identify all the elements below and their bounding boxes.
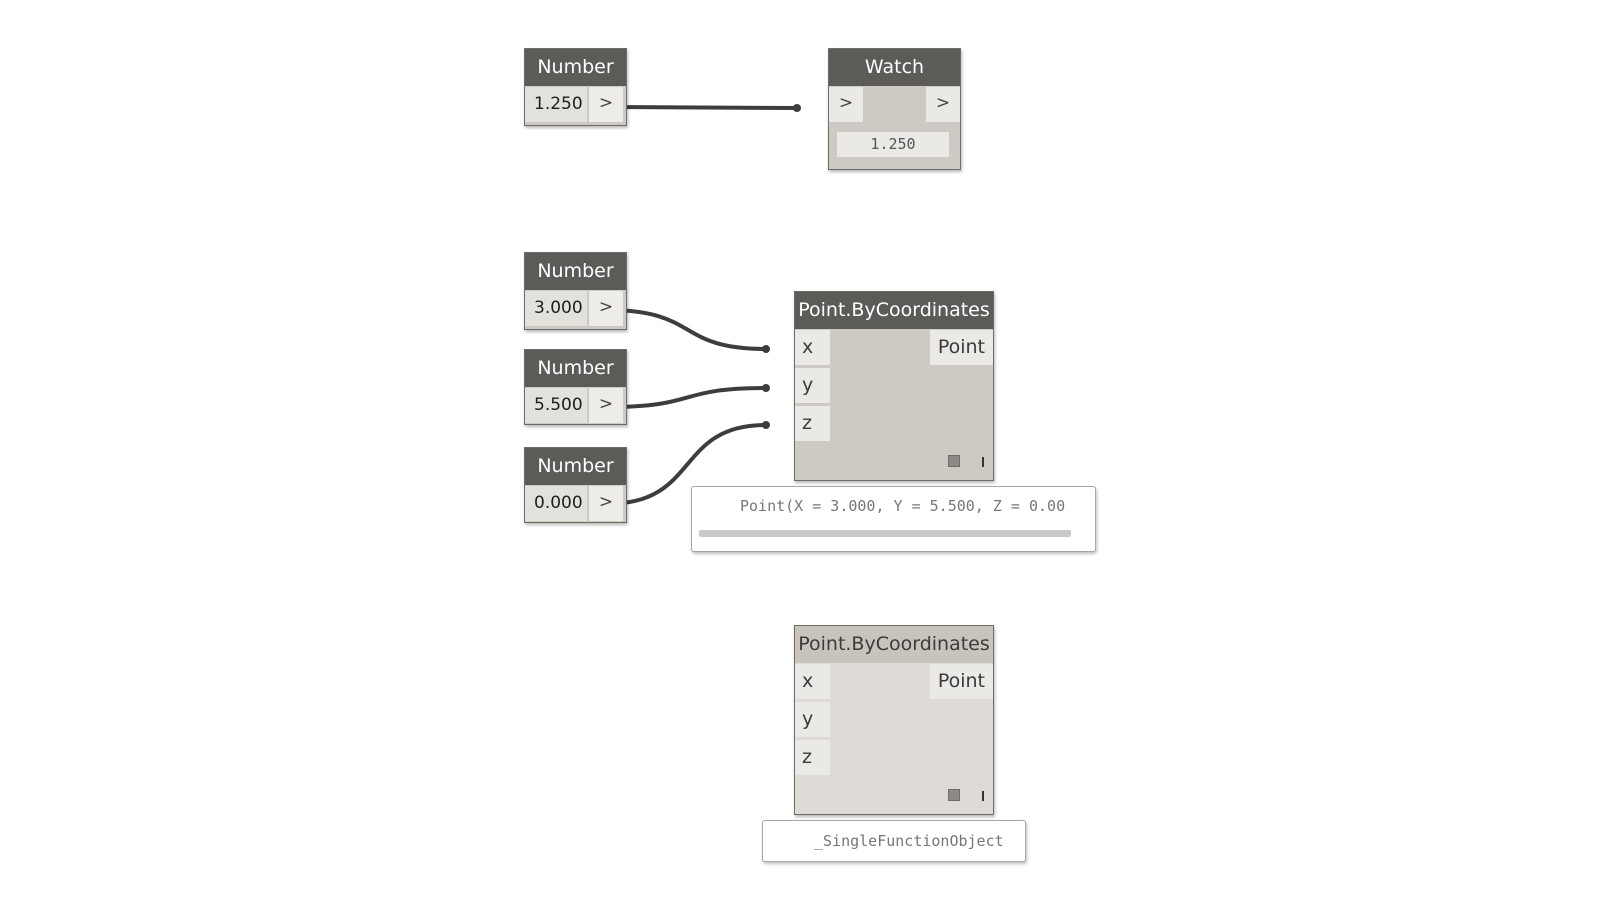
preview-toggle-icon[interactable] <box>948 789 960 801</box>
number-value-field[interactable]: 1.250 <box>525 87 587 122</box>
lacing-icon <box>982 457 984 467</box>
horizontal-scrollbar[interactable] <box>699 530 1071 537</box>
output-port[interactable]: > <box>926 87 960 122</box>
output-port-point[interactable]: Point <box>929 664 993 699</box>
output-port-point[interactable]: Point <box>929 330 993 365</box>
number-node-a[interactable]: Number 1.250 > <box>524 48 627 126</box>
node-title: Number <box>525 350 626 387</box>
number-value-field[interactable]: 5.500 <box>525 388 587 423</box>
node-title: Point.ByCoordinates <box>795 292 993 329</box>
port-dot <box>762 384 770 392</box>
wire-number-to-watch[interactable] <box>606 105 798 110</box>
output-port[interactable]: > <box>589 87 623 122</box>
watch-value-display: 1.250 <box>837 132 949 157</box>
number-value-field[interactable]: 0.000 <box>525 486 587 521</box>
watch-node[interactable]: Watch > > 1.250 <box>828 48 961 170</box>
point-bycoordinates-node[interactable]: Point.ByCoordinates x y z Point <box>794 291 994 481</box>
preview-text: _SingleFunctionObject <box>814 832 1004 850</box>
input-port-z[interactable]: z <box>795 406 830 441</box>
wire-z[interactable] <box>606 423 767 506</box>
input-port-y[interactable]: y <box>795 702 830 737</box>
preview-toggle-icon[interactable] <box>948 455 960 467</box>
wire-y[interactable] <box>606 386 767 409</box>
preview-bubble-inactive[interactable]: _SingleFunctionObject <box>762 820 1026 862</box>
number-node-z[interactable]: Number 0.000 > <box>524 447 627 523</box>
node-title: Point.ByCoordinates <box>795 626 993 663</box>
number-node-x[interactable]: Number 3.000 > <box>524 252 627 330</box>
wire-x[interactable] <box>606 308 767 351</box>
input-port[interactable]: > <box>829 87 863 122</box>
lacing-icon <box>982 791 984 801</box>
preview-text: Point(X = 3.000, Y = 5.500, Z = 0.00 <box>740 497 1066 515</box>
node-title: Watch <box>829 49 960 86</box>
node-title: Number <box>525 448 626 485</box>
number-value-field[interactable]: 3.000 <box>525 291 587 326</box>
port-dot <box>762 421 770 429</box>
point-bycoordinates-node-inactive[interactable]: Point.ByCoordinates x y z Point <box>794 625 994 815</box>
node-title: Number <box>525 253 626 290</box>
input-port-x[interactable]: x <box>795 330 830 365</box>
output-port[interactable]: > <box>589 486 623 521</box>
number-node-y[interactable]: Number 5.500 > <box>524 349 627 425</box>
input-port-x[interactable]: x <box>795 664 830 699</box>
output-port[interactable]: > <box>589 291 623 326</box>
output-port[interactable]: > <box>589 388 623 423</box>
port-dot <box>762 345 770 353</box>
input-port-z[interactable]: z <box>795 740 830 775</box>
preview-bubble[interactable]: Point(X = 3.000, Y = 5.500, Z = 0.00 <box>691 486 1096 552</box>
node-title: Number <box>525 49 626 86</box>
port-dot <box>793 104 801 112</box>
input-port-y[interactable]: y <box>795 368 830 403</box>
